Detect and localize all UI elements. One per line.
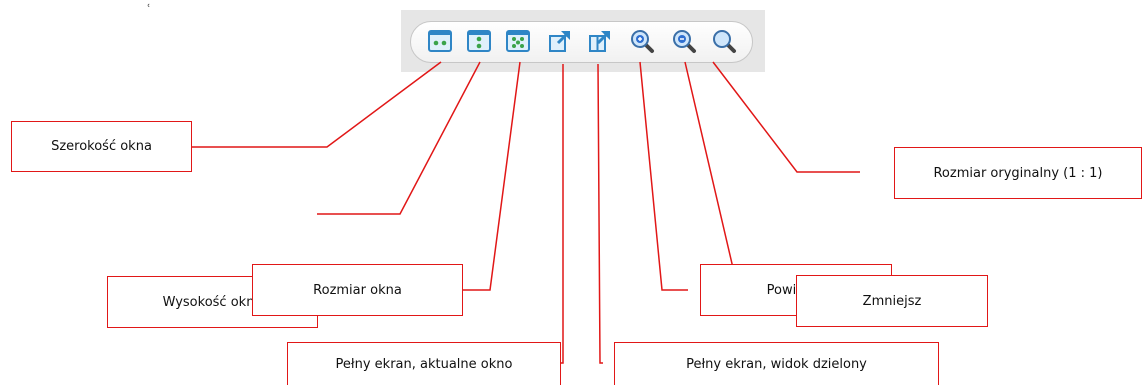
callout-fit-width-label: Szerokość okna [51, 139, 152, 154]
callout-zoom-original-label: Rozmiar oryginalny (1 : 1) [933, 165, 1103, 181]
callout-zoom-original: Rozmiar oryginalny (1 : 1) [894, 147, 1142, 199]
callout-zoom-out: Zmniejsz [796, 275, 988, 327]
fit-height-icon[interactable] [466, 28, 492, 54]
fullscreen-split-view-icon[interactable] [587, 28, 613, 54]
callout-fit-window: Rozmiar okna [252, 264, 463, 316]
callout-zoom-out-label: Zmniejsz [862, 293, 922, 309]
callout-fit-height-label: Wysokość okna [162, 294, 263, 310]
leader-line-zoom-original [712, 61, 860, 173]
fullscreen-current-window-icon[interactable] [547, 28, 573, 54]
callout-fullscreen-current-label: Pełny ekran, aktualne okno [335, 356, 513, 372]
callout-fit-width: Szerokość okna [11, 121, 192, 172]
leader-line-fit-window [462, 61, 521, 291]
fit-window-icon[interactable] [505, 28, 531, 54]
leader-line-fit-height [317, 61, 481, 215]
callout-fit-window-label: Rozmiar okna [313, 282, 402, 298]
callout-fullscreen-split-label: Pełny ekran, widok dzielony [686, 356, 867, 372]
stray-mark: ʿ [147, 2, 151, 16]
zoom-out-icon[interactable] [671, 28, 697, 54]
fit-width-icon[interactable] [427, 28, 453, 54]
leader-line-zoom-in [639, 61, 688, 291]
leader-line-fit-width [191, 61, 442, 148]
zoom-in-icon[interactable] [629, 28, 655, 54]
leader-line-fullscreen-split [597, 63, 603, 364]
zoom-original-icon[interactable] [711, 28, 737, 54]
callout-fullscreen-split: Pełny ekran, widok dzielony [614, 342, 939, 385]
leader-line-fullscreen-current [560, 64, 564, 364]
callout-fullscreen-current: Pełny ekran, aktualne okno [287, 342, 561, 385]
leader-line-zoom-out [684, 61, 776, 299]
